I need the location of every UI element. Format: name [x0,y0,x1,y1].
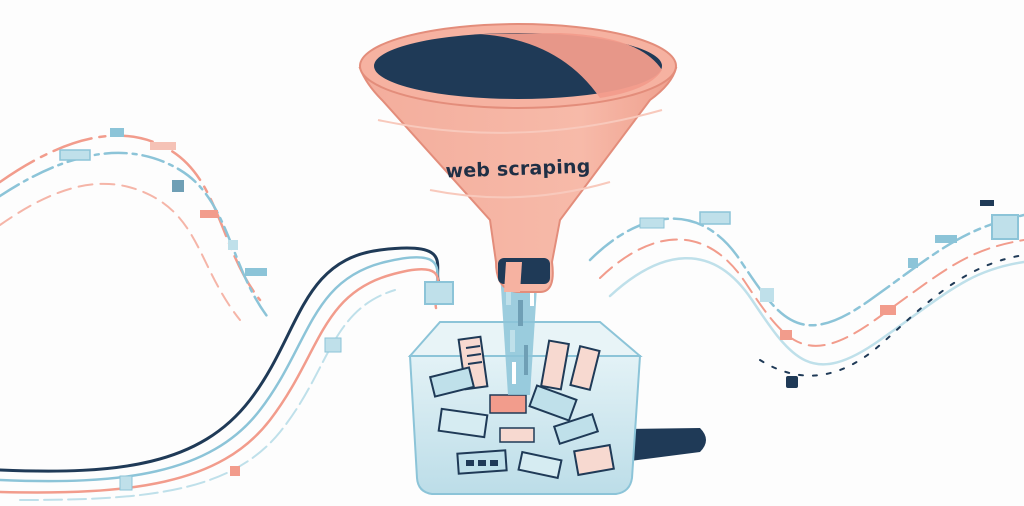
right-stream-navy [759,254,1024,377]
right-stream-blue-top [588,213,1024,327]
left-stream-navy [0,246,442,473]
data-stream-icon [500,272,538,395]
left-stream-salmon-mid [0,182,241,321]
left-stream-blue-top [0,151,272,322]
funnel-icon [358,23,678,293]
left-data-streams [0,128,454,501]
right-stream-pale [608,257,1024,366]
scraped-data-fragments [428,335,615,480]
right-data-streams [588,200,1024,388]
left-stream-pale-low [19,289,396,501]
left-stream-salmon-low [0,268,440,494]
right-stream-salmon [599,238,1024,347]
left-stream-blue-low [0,256,440,483]
